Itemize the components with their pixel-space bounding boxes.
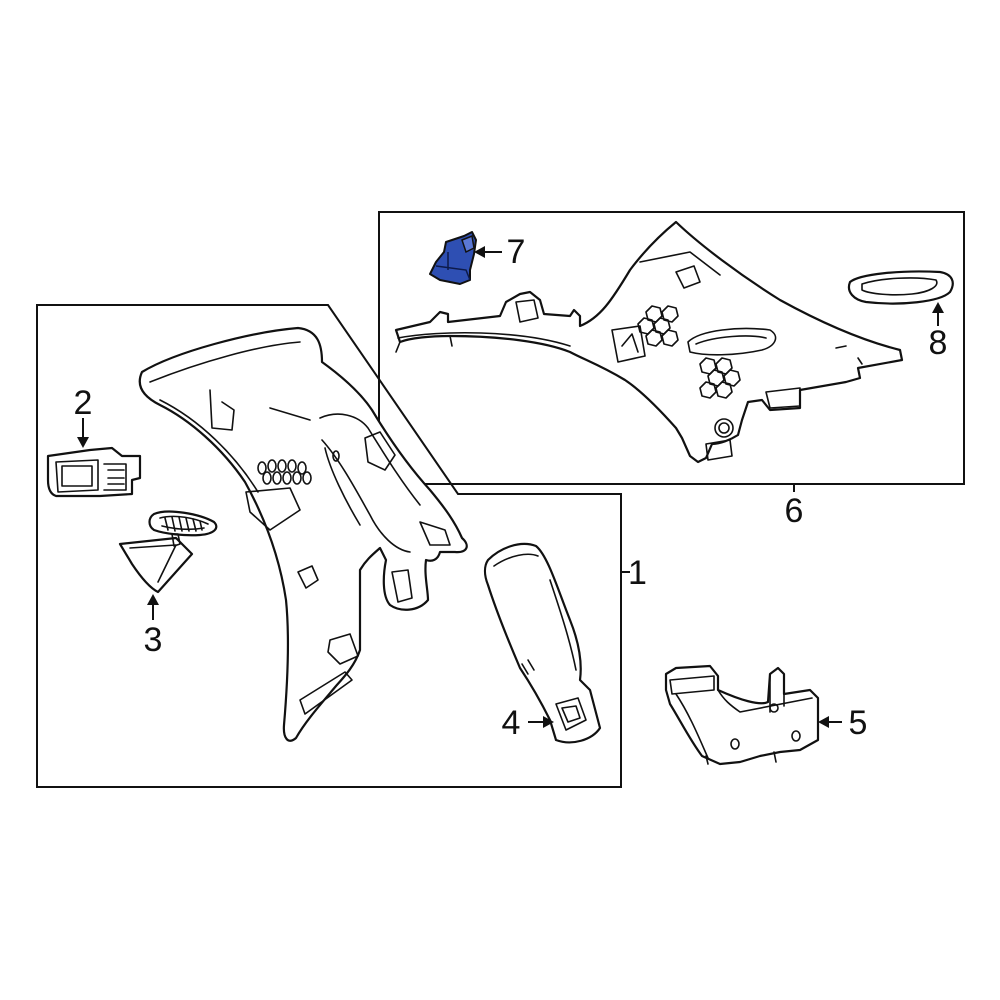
callout-4[interactable]: 4	[502, 704, 521, 742]
arrowhead-3	[147, 594, 159, 605]
callout-6[interactable]: 6	[785, 492, 804, 530]
group-box-6	[378, 211, 965, 485]
arrowhead-5	[818, 716, 829, 728]
callout-7[interactable]: 7	[507, 233, 526, 271]
callout-5[interactable]: 5	[849, 704, 868, 742]
callout-2[interactable]: 2	[74, 384, 93, 422]
quarter-trim-panel[interactable]	[138, 326, 468, 742]
arrowhead-7	[474, 246, 485, 258]
callout-3[interactable]: 3	[144, 621, 163, 659]
trim-bracket[interactable]	[664, 664, 820, 766]
vent-bezel[interactable]	[46, 446, 142, 498]
speaker-grille-bracket[interactable]	[118, 510, 218, 594]
arrowhead-8	[932, 302, 944, 313]
trim-cap[interactable]	[847, 270, 954, 305]
arrowhead-4	[543, 716, 554, 728]
trim-clip-highlighted[interactable]	[429, 231, 477, 285]
seat-belt-guide-trim[interactable]	[483, 542, 602, 744]
callout-8[interactable]: 8	[929, 324, 948, 362]
arrowhead-2	[77, 437, 89, 448]
upper-quarter-trim-panel[interactable]	[394, 220, 904, 464]
group-box-1	[36, 304, 622, 788]
callout-1[interactable]: 1	[628, 554, 647, 592]
